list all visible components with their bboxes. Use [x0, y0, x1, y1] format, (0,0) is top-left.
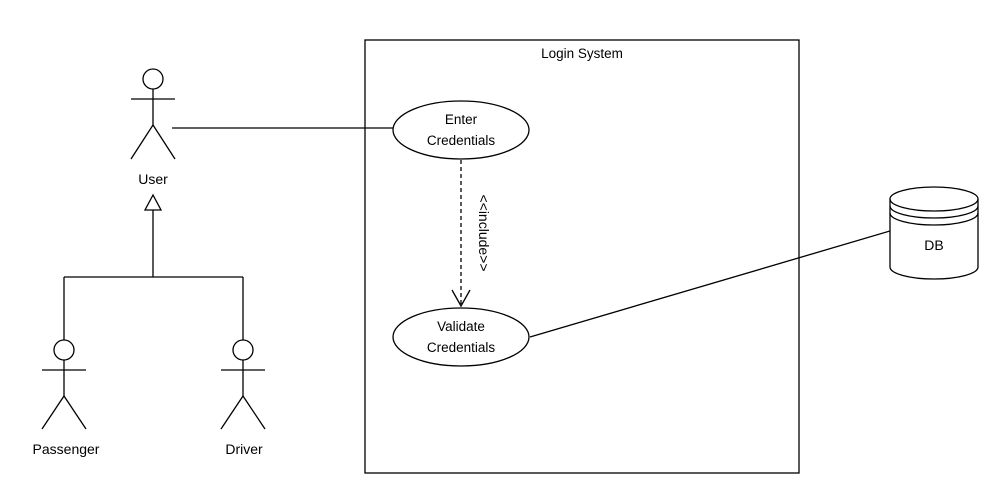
actor-user-icon	[130, 68, 176, 160]
database-label: DB	[924, 237, 943, 253]
use-case-enter-line1: Enter	[445, 112, 478, 127]
database-icon	[889, 186, 979, 280]
actor-passenger-icon	[41, 339, 87, 430]
use-case-enter-line2: Credentials	[427, 133, 496, 148]
association-validate-db	[529, 230, 891, 338]
use-case-validate-line1: Validate	[437, 319, 485, 334]
generalization-connector	[63, 193, 244, 340]
actor-passenger-label: Passenger	[33, 441, 100, 457]
include-arrowhead	[451, 289, 471, 308]
actor-driver-icon	[220, 339, 266, 430]
actor-user-label: User	[138, 171, 168, 187]
include-label: <<include>>	[476, 194, 492, 271]
use-case-enter-credentials	[392, 100, 530, 160]
use-case-validate-line2: Credentials	[427, 340, 496, 355]
use-case-validate-credentials	[392, 307, 530, 367]
system-title: Login System	[541, 46, 623, 61]
actor-driver-label: Driver	[225, 441, 263, 457]
